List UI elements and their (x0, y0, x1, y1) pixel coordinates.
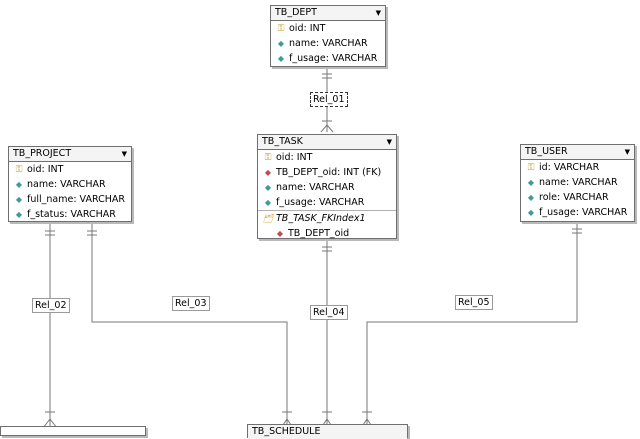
column-row[interactable]: ◆ f_usage: VARCHAR (521, 205, 634, 220)
diamond-icon: ◆ (15, 195, 23, 204)
diamond-icon: ◆ (277, 54, 285, 63)
column-row[interactable]: ◆ TB_DEPT_oid: INT (FK) (258, 165, 396, 180)
diamond-icon: ◆ (264, 183, 272, 192)
column-row[interactable]: ⚿ oid: INT (271, 21, 385, 36)
column-label: oid: INT (276, 152, 313, 163)
entity-title[interactable]: TB_USER ▼ (521, 145, 634, 160)
column-label: name: VARCHAR (289, 38, 368, 49)
column-row[interactable]: ◆ name: VARCHAR (9, 177, 131, 192)
rel-03-label[interactable]: Rel_03 (172, 296, 210, 311)
key-icon: ⚿ (264, 153, 272, 163)
rel-05-label[interactable]: Rel_05 (455, 295, 493, 310)
rel-04-label[interactable]: Rel_04 (310, 305, 348, 320)
column-label: oid: INT (289, 23, 326, 34)
column-label: id: VARCHAR (539, 162, 600, 173)
index-row[interactable]: 🗂TB_TASK_FKIndex1 (258, 210, 396, 226)
diamond-icon: ◆ (527, 178, 535, 187)
entity-tb-user[interactable]: TB_USER ▼ ⚿ id: VARCHAR ◆ name: VARCHAR ◆ ro… (520, 144, 635, 222)
entity-title[interactable]: TB_SCHEDULE (248, 425, 407, 439)
rel-01-label[interactable]: Rel_01 (310, 92, 348, 107)
entity-name: TB_PROJECT (13, 148, 72, 159)
diamond-icon: ◆ (15, 210, 23, 219)
column-row[interactable]: ⚿ id: VARCHAR (521, 160, 634, 175)
column-row[interactable]: ◆ name: VARCHAR (271, 36, 385, 51)
column-row[interactable]: ◆ name: VARCHAR (521, 175, 634, 190)
index-icon: 🗂 (262, 214, 274, 223)
diamond-icon: ◆ (277, 39, 285, 48)
entity-name: TB_TASK (262, 136, 303, 147)
entity-title[interactable]: TB_TASK ▼ (258, 135, 396, 150)
rel-02-label[interactable]: Rel_02 (32, 298, 70, 313)
entity-tb-schedule[interactable]: TB_SCHEDULE (247, 424, 408, 439)
fk-diamond-icon: ◆ (264, 168, 272, 177)
column-label: TB_DEPT_oid: INT (FK) (276, 167, 382, 178)
column-row[interactable]: ◆ f_usage: VARCHAR (258, 195, 396, 210)
entity-name: TB_SCHEDULE (252, 426, 321, 437)
column-row[interactable]: ◆ f_usage: VARCHAR (271, 51, 385, 66)
key-icon: ⚿ (527, 163, 535, 173)
entity-tb-project[interactable]: TB_PROJECT ▼ ⚿ oid: INT ◆ name: VARCHAR ◆ fu… (8, 146, 132, 222)
entity-bottom-left[interactable] (0, 426, 146, 436)
dropdown-arrow-icon[interactable]: ▼ (386, 138, 392, 146)
column-row[interactable]: ⚿ oid: INT (9, 162, 131, 177)
index-column-row[interactable]: ◆ TB_DEPT_oid (258, 226, 396, 241)
column-label: f_usage: VARCHAR (289, 53, 378, 64)
column-row[interactable]: ◆ full_name: VARCHAR (9, 192, 131, 207)
column-label: f_usage: VARCHAR (276, 197, 365, 208)
entity-name: TB_DEPT (275, 7, 317, 18)
column-label: name: VARCHAR (539, 177, 618, 188)
diamond-icon: ◆ (527, 193, 535, 202)
column-label: f_usage: VARCHAR (539, 207, 628, 218)
diamond-icon: ◆ (15, 180, 23, 189)
column-row[interactable]: ⚿ oid: INT (258, 150, 396, 165)
column-label: f_status: VARCHAR (27, 209, 116, 220)
dropdown-arrow-icon[interactable]: ▼ (624, 148, 630, 156)
key-icon: ⚿ (277, 24, 285, 34)
dropdown-arrow-icon[interactable]: ▼ (121, 150, 127, 158)
entity-title[interactable]: TB_DEPT ▼ (271, 6, 385, 21)
column-label: name: VARCHAR (276, 182, 355, 193)
index-column-label: TB_DEPT_oid (288, 228, 350, 239)
diamond-icon: ◆ (527, 208, 535, 217)
fk-diamond-icon: ◆ (276, 229, 284, 238)
entity-tb-task[interactable]: TB_TASK ▼ ⚿ oid: INT ◆ TB_DEPT_oid: INT (FK… (257, 134, 397, 239)
index-label: TB_TASK_FKIndex1 (276, 213, 366, 224)
diamond-icon: ◆ (264, 198, 272, 207)
column-row[interactable]: ◆ role: VARCHAR (521, 190, 634, 205)
column-label: oid: INT (27, 164, 64, 175)
entity-tb-dept[interactable]: TB_DEPT ▼ ⚿ oid: INT ◆ name: VARCHAR ◆ f_usa… (270, 5, 386, 67)
column-label: role: VARCHAR (539, 192, 609, 203)
entity-name: TB_USER (525, 146, 568, 157)
column-label: full_name: VARCHAR (27, 194, 125, 205)
dropdown-arrow-icon[interactable]: ▼ (375, 9, 381, 17)
column-row[interactable]: ◆ f_status: VARCHAR (9, 207, 131, 222)
key-icon: ⚿ (15, 165, 23, 175)
column-label: name: VARCHAR (27, 179, 106, 190)
column-row[interactable]: ◆ name: VARCHAR (258, 180, 396, 195)
entity-title[interactable]: TB_PROJECT ▼ (9, 147, 131, 162)
